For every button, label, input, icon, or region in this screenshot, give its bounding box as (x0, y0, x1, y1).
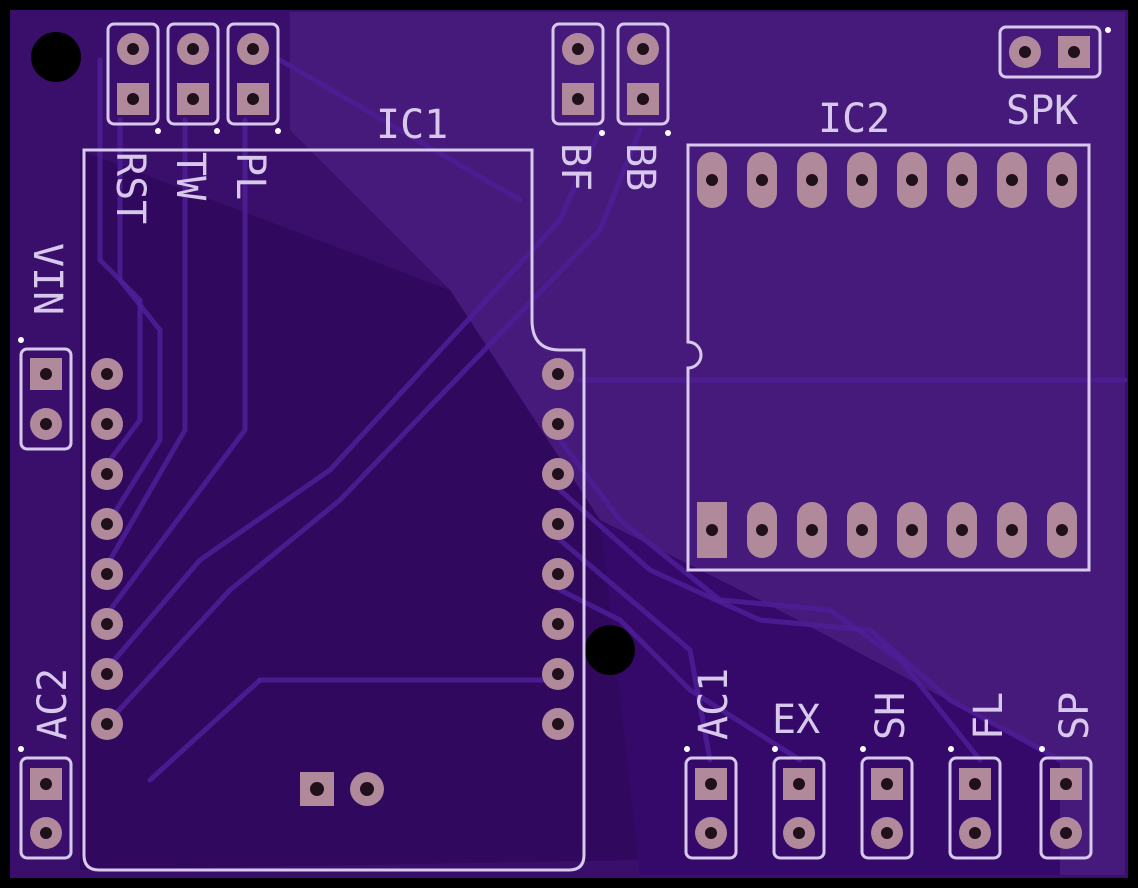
ic2-label: IC2 (818, 96, 890, 142)
header-fl (948, 746, 1002, 860)
header-sh (860, 746, 914, 860)
fl-label: FL (966, 692, 1012, 740)
header-ex (772, 746, 826, 860)
ic2-bottom-pins (697, 502, 1077, 558)
header-vin (18, 337, 73, 451)
header-bf (551, 22, 605, 136)
header-ac2 (18, 746, 73, 860)
ic1-left-pins (91, 358, 123, 740)
ex-label: EX (772, 697, 820, 743)
sp-label: SP (1052, 692, 1098, 740)
ic1-label: IC1 (376, 102, 448, 148)
sh-label: SH (868, 692, 914, 740)
ic1-right-pins (542, 358, 574, 740)
pour-dark-center (80, 150, 640, 870)
pl-label: PL (227, 152, 273, 200)
tw-label: TW (167, 152, 213, 201)
header-pl (226, 22, 281, 134)
bb-label: BB (617, 143, 663, 191)
header-bb (616, 22, 671, 136)
ic2-top-pins (697, 152, 1077, 208)
ic1-outline (82, 148, 586, 872)
ac1-label: AC1 (691, 668, 737, 740)
rst-label: RST (107, 152, 153, 224)
mounting-hole-center (585, 625, 635, 675)
ic2-outline (686, 143, 1091, 572)
header-ac1 (684, 746, 738, 860)
header-sp (1039, 746, 1093, 860)
spk-label: SPK (1006, 88, 1078, 134)
mounting-hole-top-left (31, 32, 81, 82)
header-tw (166, 22, 220, 134)
ac2-label: AC2 (30, 668, 76, 740)
pour-light-right (290, 12, 1125, 875)
traces (97, 57, 1128, 783)
header-rst (106, 22, 161, 134)
bf-label: BF (552, 143, 598, 191)
ic1-bottom-pads (300, 772, 384, 806)
header-spk (998, 25, 1111, 79)
vin-label: VIN (24, 243, 70, 315)
